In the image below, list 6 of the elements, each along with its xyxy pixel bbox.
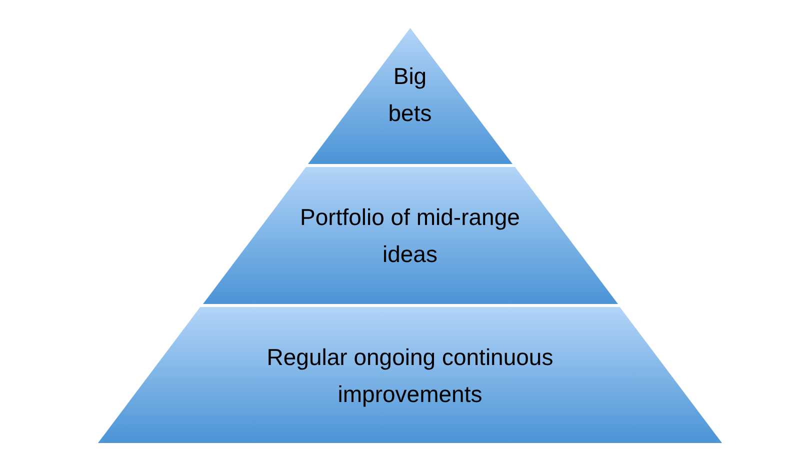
pyramid-tier bbox=[98, 307, 722, 443]
tier-label: Portfolio of mid-range ideas bbox=[299, 203, 521, 269]
tier-label: Regular ongoing continuous improvements bbox=[266, 343, 554, 409]
pyramid-tier bbox=[202, 167, 618, 304]
pyramid-tier bbox=[308, 28, 512, 164]
tier-label: Big bets bbox=[387, 62, 433, 128]
